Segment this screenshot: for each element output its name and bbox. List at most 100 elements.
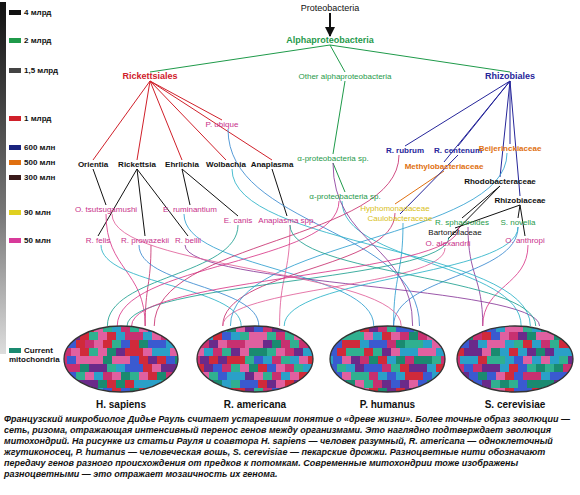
- taxon-node: Beijerinckiaceae: [479, 144, 542, 153]
- mosaic-cell: [333, 356, 343, 365]
- mosaic-cell: [222, 332, 232, 341]
- gene-transfer-line: [150, 81, 222, 120]
- mosaic-cell: [469, 388, 479, 394]
- mosaic-cell: [218, 340, 228, 349]
- taxon-node: Proteobacteria: [301, 4, 360, 13]
- mitochondrion-shape: [455, 324, 575, 394]
- mosaic-cell: [62, 364, 72, 373]
- time-label: 4 млрд: [24, 8, 51, 17]
- mosaic-cell: [378, 340, 388, 349]
- mosaic-cell: [505, 324, 515, 333]
- mosaic-cell: [328, 380, 338, 389]
- mosaic-cell: [134, 364, 144, 373]
- mosaic-cell: [532, 356, 542, 365]
- mosaic-cell: [432, 356, 442, 365]
- mosaic-cell: [527, 380, 537, 389]
- mosaic-cell: [337, 364, 347, 373]
- mosaic-cell: [527, 364, 537, 373]
- mitochondrion-outline: [197, 326, 313, 392]
- time-scale-item: 600 млн: [9, 143, 55, 152]
- taxon-node: Orientia: [78, 160, 108, 169]
- mosaic-cell: [400, 348, 410, 357]
- mosaic-cell: [161, 364, 171, 373]
- taxon-node: Caulobacteraceae: [368, 214, 433, 223]
- mosaic-cell: [328, 332, 338, 341]
- mosaic-cell: [218, 372, 228, 381]
- mosaic-cell: [369, 356, 379, 365]
- taxon-name: O. alexandrii: [426, 239, 471, 248]
- taxon-node: O. alexandrii: [426, 239, 471, 248]
- mosaic-cell: [170, 332, 180, 341]
- mosaic-cell: [80, 364, 90, 373]
- mosaic-cell: [254, 372, 264, 381]
- mosaic-cell: [423, 388, 433, 394]
- mosaic-cell: [469, 356, 479, 365]
- mosaic-cell: [518, 380, 528, 389]
- mosaic-cell: [281, 388, 291, 394]
- mosaic-cell: [200, 324, 210, 333]
- mosaic-cell: [166, 324, 176, 333]
- mosaic-cell: [175, 324, 180, 333]
- gene-transfer-line: [405, 81, 510, 146]
- taxon-node: Alphaproteobacteria: [286, 36, 374, 45]
- mosaic-cell: [382, 332, 392, 341]
- mosaic-cell: [209, 356, 219, 365]
- mosaic-cell: [116, 364, 126, 373]
- mosaic-cell: [89, 348, 99, 357]
- mosaic-cell: [303, 380, 313, 389]
- taxon-name: Hyphomonadaceae: [360, 204, 429, 213]
- mitochondrion-outline: [457, 326, 573, 392]
- mosaic-cell: [460, 388, 470, 394]
- mosaic-cell: [294, 380, 304, 389]
- mosaic-cell: [285, 380, 295, 389]
- mosaic-cell: [405, 372, 415, 381]
- mosaic-cell: [161, 348, 171, 357]
- mosaic-cell: [532, 340, 542, 349]
- mosaic-cell: [559, 324, 569, 333]
- mosaic-cell: [409, 364, 419, 373]
- mosaic-cell: [460, 324, 470, 333]
- gene-transfer-line: [150, 81, 272, 160]
- mosaic-cell: [80, 348, 90, 357]
- time-label: 1,5 млрд: [24, 66, 58, 75]
- mosaic-cell: [509, 348, 519, 357]
- mosaic-cell: [179, 348, 180, 357]
- mosaic-cell: [62, 380, 72, 389]
- mosaic-cell: [281, 340, 291, 349]
- mosaic-cell: [152, 364, 162, 373]
- mosaic-cell: [387, 372, 397, 381]
- mosaic-cell: [204, 364, 214, 373]
- taxon-node: Hyphomonadaceae: [360, 204, 429, 213]
- mosaic-cell: [355, 332, 365, 341]
- color-swatch: [9, 145, 21, 150]
- taxon-node: Rhizobiaceae: [494, 196, 545, 205]
- mosaic-cell: [559, 356, 569, 365]
- mosaic-cell: [432, 388, 442, 394]
- taxon-name: E. canis: [224, 216, 252, 225]
- mosaic-cell: [245, 388, 255, 394]
- mosaic-cell: [427, 380, 437, 389]
- mosaic-cell: [396, 340, 406, 349]
- mosaic-cell: [387, 356, 397, 365]
- taxon-name: E. ruminantium: [163, 205, 217, 214]
- mosaic-cell: [536, 364, 546, 373]
- mosaic-cell: [227, 356, 237, 365]
- mosaic-cell: [245, 372, 255, 381]
- mitochondrion-shape: [195, 324, 315, 394]
- mosaic-cell: [391, 332, 401, 341]
- color-swatch: [9, 238, 21, 243]
- mosaic-cell: [125, 364, 135, 373]
- mosaic-cell: [378, 356, 388, 365]
- gene-transfer-line: [132, 227, 459, 326]
- taxon-name: O. tsutsugamushi: [75, 205, 137, 214]
- mosaic-cell: [496, 372, 506, 381]
- mosaic-cell: [107, 348, 117, 357]
- mosaic-cell: [387, 340, 397, 349]
- mosaic-cell: [328, 324, 334, 333]
- gene-transfer-line: [329, 13, 331, 36]
- mosaic-cell: [112, 372, 122, 381]
- mosaic-cell: [351, 356, 361, 365]
- mosaic-cell: [290, 324, 300, 333]
- mosaic-cell: [396, 324, 406, 333]
- taxon-node: R. felis: [86, 236, 110, 245]
